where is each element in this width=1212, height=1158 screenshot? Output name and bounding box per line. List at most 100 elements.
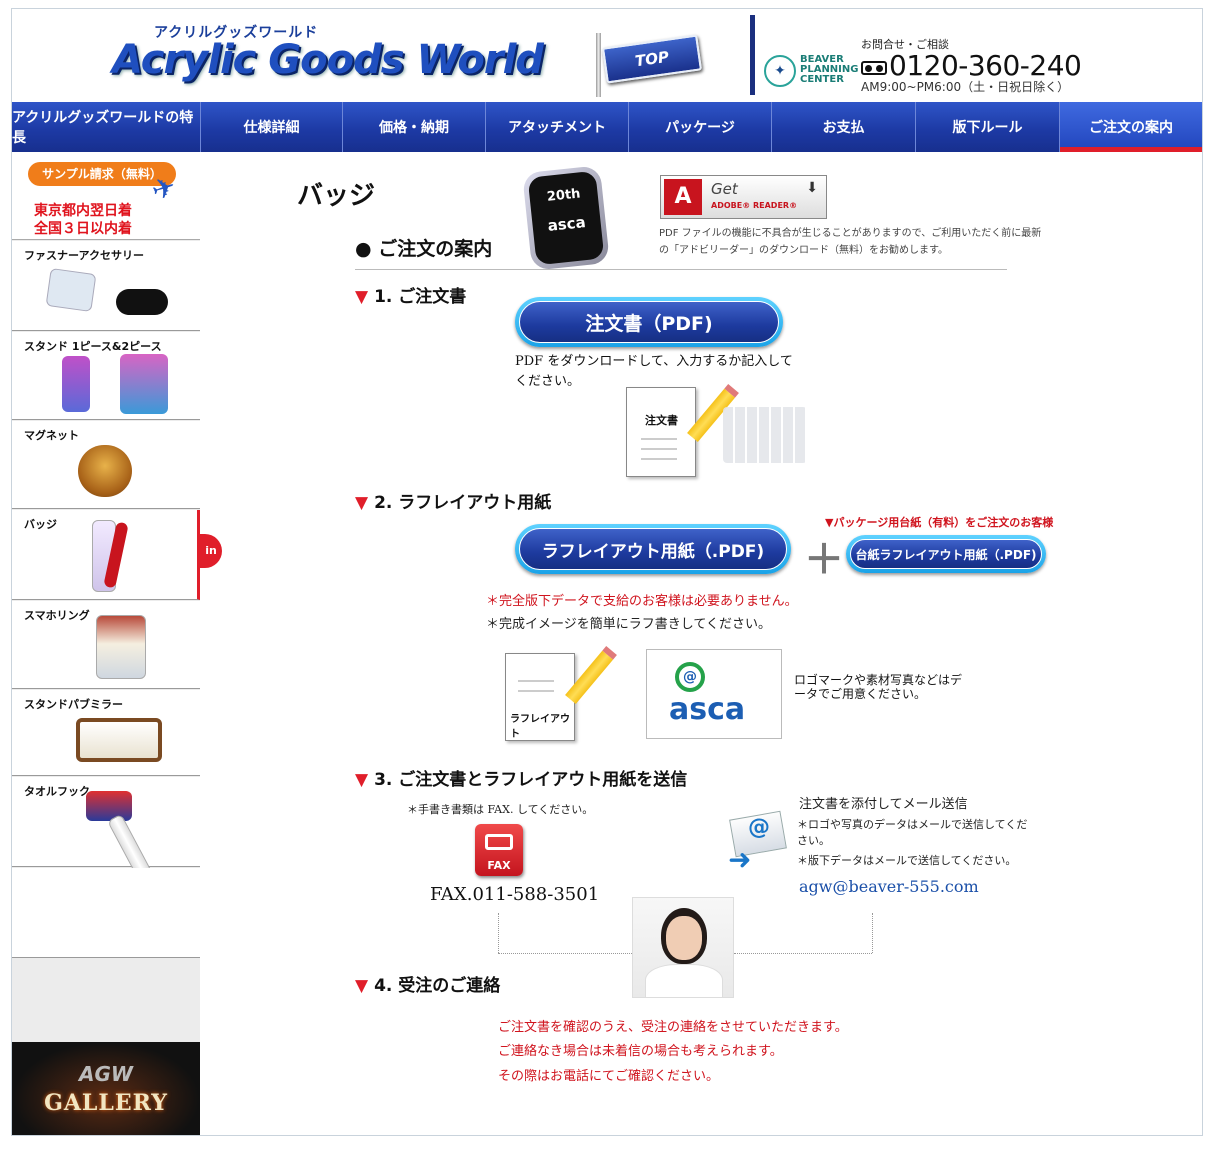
delivery-nationwide: 全国３日以内着 [34, 221, 132, 237]
sidebar-item-label: ファスナーアクセサリー [24, 249, 145, 262]
connector-line [498, 913, 499, 953]
step4-heading-text: 4. 受注のご連絡 [374, 976, 501, 996]
asca-at-icon: @ [675, 662, 705, 692]
badge-text-top: 20th [546, 186, 582, 205]
red-triangle-icon: ▼ [355, 770, 369, 790]
mount-layout-pdf-button[interactable]: 台紙ラフレイアウト用紙（.PDF) [846, 535, 1046, 573]
sample-request-banner[interactable]: サンプル請求（無料） ✈ 東京都内翌日着 全国３日以内着 [12, 152, 200, 240]
at-sign-icon: @ [748, 815, 770, 840]
connector-line [498, 953, 632, 954]
order-form-doc-icon: 注文書 [626, 387, 696, 477]
step3-heading: ▼3. ご注文書とラフレイアウト用紙を送信 [355, 765, 687, 790]
email-link[interactable]: agw@beaver-555.com [799, 877, 979, 896]
top-page-button[interactable]: TOP Page➔ [596, 33, 706, 103]
stand-mirror-image [76, 718, 162, 762]
step4-heading: ▼4. 受注のご連絡 [355, 971, 500, 996]
agw-gallery-banner[interactable]: AGW GALLERY [12, 1042, 200, 1135]
sidebar-empty-slot [12, 868, 200, 958]
nav-item-price[interactable]: 価格・納期 [343, 102, 486, 152]
contact-label: お問合せ・ご相談 [861, 38, 949, 51]
order-form-pdf-button[interactable]: 注文書（PDF) [515, 297, 783, 347]
rough-layout-doc-icon: ラフレイアウト [505, 653, 575, 741]
stand-figure-image [62, 356, 90, 412]
current-page-indicator: in [200, 534, 222, 568]
logo-kana: アクリルグッズワールド [154, 25, 319, 41]
step1-instructions: PDF をダウンロードして、入力するか記入してください。 [515, 354, 793, 389]
gallery-title: GALLERY [44, 1090, 168, 1116]
nav-item-payment[interactable]: お支払 [772, 102, 916, 152]
sidebar-item-phone-ring[interactable]: スマホリング [12, 601, 200, 689]
download-arrow-icon: ⬇ [806, 180, 818, 196]
sidebar-item-label: マグネット [24, 429, 79, 442]
step2-heading: ▼2. ラフレイアウト用紙 [355, 488, 551, 513]
step1-heading-text: 1. ご注文書 [374, 287, 467, 307]
step4-line3: その際はお電話にてご確認ください。 [498, 1069, 720, 1084]
top-page-sign: TOP Page➔ [601, 34, 703, 103]
get-adobe-reader-button[interactable]: A Get ADOBE® READER® ⬇ [660, 175, 827, 219]
signpost-pole [596, 33, 601, 97]
rough-layout-pdf-label: ラフレイアウト用紙（.PDF) [519, 528, 787, 570]
pdf-note: PDF ファイルの機能に不具合が生じることがありますので、ご利用いただく前に最新… [659, 228, 1042, 256]
phone-number[interactable]: 0120-360-240 [889, 49, 1082, 82]
order-form-doc-label: 注文書 [645, 414, 678, 427]
nav-item-order-guide[interactable]: ご注文の案内 [1060, 102, 1202, 152]
sidebar-item-stand[interactable]: スタンド 1ピース&2ピース [12, 332, 200, 420]
mail-note-artwork: ＊版下データはメールで送信してください。 [797, 854, 1017, 867]
towel-hook-emblem-image [86, 791, 132, 821]
gallery-agw-text: AGW [79, 1062, 133, 1086]
nav-item-attachment[interactable]: アタッチメント [486, 102, 629, 152]
nav-item-artwork-rules[interactable]: 版下ルール [916, 102, 1060, 152]
adobe-get-text: Get [711, 180, 738, 198]
order-form-pdf-label: 注文書（PDF) [519, 301, 779, 343]
name-keychain-image [116, 289, 168, 315]
sidebar-item-magnet[interactable]: マグネット [12, 421, 200, 509]
stand-figure-image-2 [120, 354, 168, 414]
fax-number: FAX.011-588-3501 [430, 884, 600, 905]
order-guide-heading: ● ご注文の案内 [355, 238, 493, 260]
red-triangle-icon: ▼ [355, 493, 369, 513]
nav-item-features[interactable]: アクリルグッズワールドの特長 [12, 102, 201, 152]
logo-data-note: ロゴマークや素材写真などはデータでご用意ください。 [794, 673, 963, 701]
nav-item-package[interactable]: パッケージ [629, 102, 772, 152]
sidebar-item-label: スマホリング [24, 609, 90, 622]
tshirt-keychain-image [45, 267, 97, 313]
rough-layout-pdf-button[interactable]: ラフレイアウト用紙（.PDF) [515, 524, 791, 574]
sidebar-item-label: スタンドパブミラー [24, 698, 123, 711]
operator-face [666, 916, 702, 960]
sidebar-item-label: タオルフック [24, 785, 90, 798]
package-note: ▼パッケージ用台紙（有料）をご注文のお客様 [825, 516, 1054, 529]
step4-line2: ご連絡なき場合は未着信の場合も考えられます。 [498, 1044, 783, 1059]
red-triangle-icon: ▼ [355, 976, 369, 996]
asca-logo-sample: @ asca [646, 649, 782, 739]
fax-note: ＊手書き書類は FAX. してください。 [407, 803, 594, 816]
red-triangle-icon: ▼ [355, 287, 369, 307]
plus-icon: ＋ [804, 537, 844, 583]
sidebar: サンプル請求（無料） ✈ 東京都内翌日着 全国３日以内着 ファスナーアクセサリー… [12, 152, 200, 1135]
adobe-icon: A [664, 179, 702, 215]
fax-machine-shape [485, 834, 513, 850]
rough-sketch-note: ＊完成イメージを簡単にラフ書きしてください。 [486, 617, 771, 632]
step2-heading-text: 2. ラフレイアウト用紙 [374, 493, 552, 513]
sidebar-item-label: スタンド 1ピース&2ピース [24, 340, 162, 353]
operator-body [645, 964, 723, 997]
divider [355, 269, 1007, 270]
keyboard-image [723, 407, 807, 463]
asca-wordmark: asca [669, 692, 746, 727]
sidebar-item-badge[interactable]: バッジ [12, 510, 200, 600]
sample-request-label: サンプル請求（無料） [28, 162, 176, 186]
nav-item-specs[interactable]: 仕様詳細 [201, 102, 343, 152]
page-title: バッジ [297, 181, 376, 211]
mail-note-logo: ＊ロゴや写真のデータはメールで送信してください。 [797, 818, 1028, 847]
beaver-icon: ✦ [764, 55, 796, 87]
mail-icon: @ ➜ [728, 807, 794, 876]
burger-magnet-image [78, 445, 132, 497]
operator-photo [632, 897, 734, 998]
site-logo[interactable]: Acrylic Goods World [112, 37, 544, 83]
sidebar-item-towel-hook[interactable]: タオルフック [12, 777, 200, 889]
mail-title: 注文書を添付してメール送信 [799, 797, 968, 812]
sidebar-item-fastener[interactable]: ファスナーアクセサリー [12, 241, 200, 331]
header-divider [750, 15, 755, 95]
step1-heading: ▼1. ご注文書 [355, 282, 466, 307]
sidebar-item-stand-mirror[interactable]: スタンドパブミラー [12, 690, 200, 776]
